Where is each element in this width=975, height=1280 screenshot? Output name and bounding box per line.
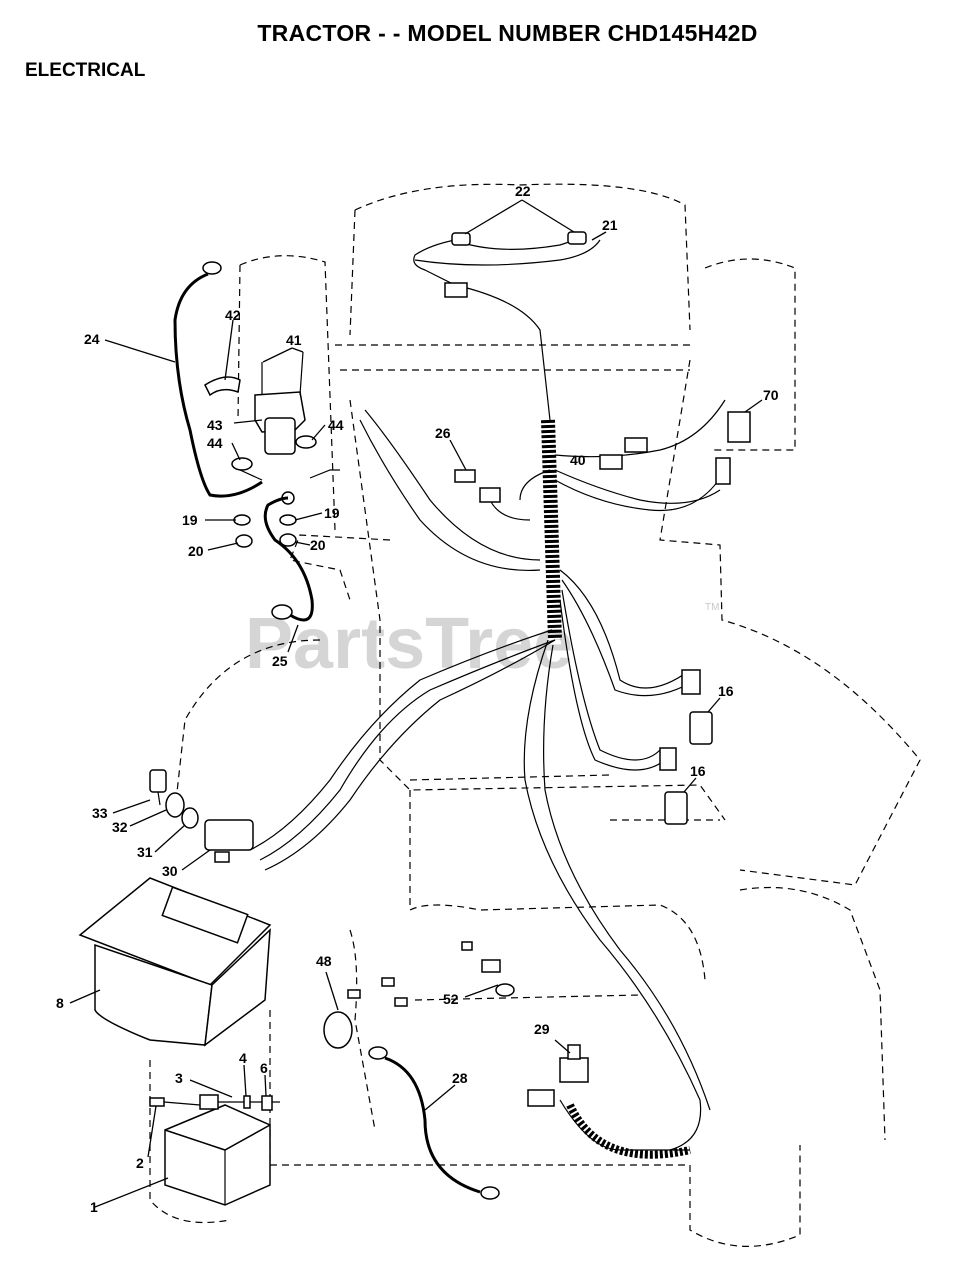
key-icon	[149, 769, 167, 793]
callout-22: 22	[515, 183, 531, 199]
callout-29: 29	[534, 1021, 550, 1037]
callout-16-upper: 16	[718, 683, 734, 699]
solenoid-assembly	[204, 319, 340, 551]
connector-16-upper	[689, 711, 713, 745]
callout-43: 43	[207, 417, 223, 433]
callout-4: 4	[239, 1050, 247, 1066]
ignition-parts	[112, 769, 254, 871]
callout-20-left: 20	[188, 543, 204, 559]
callout-25: 25	[272, 653, 288, 669]
tractor-outline	[149, 183, 921, 1247]
callout-42: 42	[225, 307, 241, 323]
callout-6: 6	[260, 1060, 268, 1076]
main-harness-coil	[249, 399, 726, 1151]
callout-19-left: 19	[182, 512, 198, 528]
switch-29	[527, 1039, 691, 1159]
battery-tray	[69, 877, 272, 1047]
page-title: TRACTOR - - MODEL NUMBER CHD145H42D	[257, 20, 758, 46]
watermark-trademark: TM	[705, 602, 719, 613]
side-connectors	[599, 399, 763, 825]
callout-8: 8	[56, 995, 64, 1011]
headlight-bulb-right	[567, 231, 587, 245]
battery-cables	[104, 261, 314, 653]
callout-44-right: 44	[328, 417, 344, 433]
callout-40: 40	[570, 452, 586, 468]
battery	[94, 1064, 280, 1208]
callout-31: 31	[137, 844, 153, 860]
callout-24: 24	[84, 331, 100, 347]
headlight-bulb-left	[451, 232, 471, 246]
callout-41: 41	[286, 332, 302, 348]
switch-26	[449, 439, 501, 503]
section-title: ELECTRICAL	[25, 60, 146, 81]
connector-16-lower	[664, 791, 688, 825]
callout-16-lower: 16	[690, 763, 706, 779]
headlight-harness	[413, 199, 607, 421]
ground-cable	[368, 1046, 500, 1200]
callout-21: 21	[602, 217, 618, 233]
headlight-connector	[444, 282, 468, 298]
callout-32: 32	[112, 819, 128, 835]
connector-70	[727, 411, 751, 443]
callout-70: 70	[763, 387, 779, 403]
callout-19-right: 19	[324, 505, 340, 521]
switch-52	[461, 941, 515, 998]
callout-26: 26	[435, 425, 451, 441]
callout-30: 30	[162, 863, 178, 879]
callout-3: 3	[175, 1070, 183, 1086]
callout-28: 28	[452, 1070, 468, 1086]
switch-48	[323, 971, 408, 1049]
callout-52: 52	[443, 991, 459, 1007]
callout-20-right: 20	[310, 537, 326, 553]
callout-2: 2	[136, 1155, 144, 1171]
callout-33: 33	[92, 805, 108, 821]
callout-48: 48	[316, 953, 332, 969]
callout-44-left: 44	[207, 435, 223, 451]
callout-1: 1	[90, 1199, 98, 1215]
watermark: PartsTree	[245, 604, 573, 684]
